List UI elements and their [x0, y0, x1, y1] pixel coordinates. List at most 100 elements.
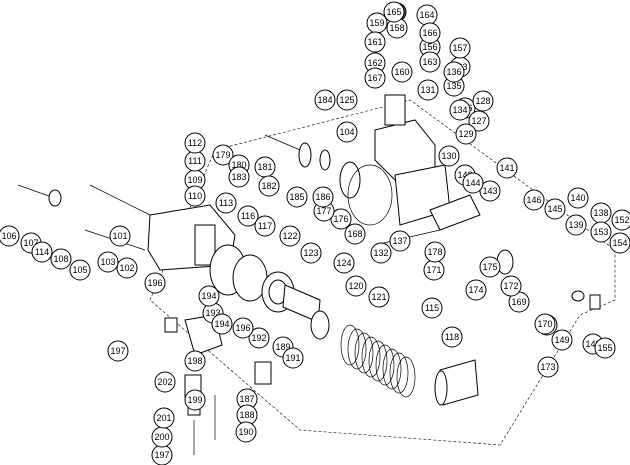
callout-circle — [479, 256, 501, 278]
callout-circle — [330, 208, 352, 230]
callout-label: 176 — [333, 214, 348, 224]
callout-circle — [417, 79, 439, 101]
callout-circle — [286, 186, 308, 208]
callout-label: 146 — [526, 195, 541, 205]
callout-123: 123 — [300, 242, 322, 264]
callout-circle — [590, 221, 612, 243]
callout-label: 178 — [427, 247, 442, 257]
callout-label: 172 — [503, 281, 518, 291]
callout-circle — [468, 110, 490, 132]
callout-label: 106 — [1, 231, 16, 241]
callout-label: 184 — [317, 95, 332, 105]
callout-label: 131 — [420, 85, 435, 95]
callout-165: 165 — [383, 1, 405, 23]
callout-label: 111 — [188, 156, 202, 166]
callout-label: 143 — [482, 186, 497, 196]
callout-circle — [465, 279, 487, 301]
fitting-196 — [164, 317, 178, 333]
callout-191: 191 — [282, 347, 304, 369]
callout-circle — [300, 242, 322, 264]
callout-117: 117 — [254, 215, 276, 237]
callout-144: 144 — [462, 172, 484, 194]
callout-130: 130 — [438, 145, 460, 167]
callout-label: 158 — [389, 23, 404, 33]
callout-194-b: 194 — [211, 313, 233, 335]
callout-label: 175 — [482, 262, 497, 272]
spring-coil — [361, 336, 381, 378]
callout-106: 106 — [0, 225, 20, 247]
bolt-108 — [89, 184, 151, 216]
callout-122: 122 — [279, 225, 301, 247]
callout-circle — [50, 248, 72, 270]
spring-coil — [389, 352, 409, 394]
callout-label: 168 — [347, 229, 362, 239]
callout-188: 188 — [236, 404, 258, 426]
callout-102: 102 — [116, 257, 138, 279]
callout-circle — [443, 61, 465, 83]
callout-label: 132 — [373, 248, 388, 258]
callout-label: 103 — [100, 257, 115, 267]
callout-197-b: 197 — [151, 444, 173, 465]
callout-132: 132 — [370, 242, 392, 264]
callout-label: 122 — [282, 231, 297, 241]
ring-184 — [319, 149, 331, 171]
callout-112: 112 — [184, 132, 206, 154]
callout-175: 175 — [479, 256, 501, 278]
callout-label: 148 — [585, 339, 600, 349]
callout-154: 154 — [609, 232, 630, 254]
callout-circle — [368, 286, 390, 308]
spring-coil — [354, 332, 374, 374]
callout-circle — [449, 99, 471, 121]
callout-circle — [258, 175, 280, 197]
callout-label: 169 — [511, 297, 526, 307]
callout-label: 127 — [471, 116, 486, 126]
callout-label: 140 — [570, 193, 585, 203]
callout-label: 173 — [540, 362, 555, 372]
callout-label: 123 — [303, 248, 318, 258]
callout-196: 196 — [144, 272, 166, 294]
callout-circle — [215, 192, 237, 214]
callout-129: 129 — [455, 123, 477, 145]
callout-circle — [424, 241, 446, 263]
callout-173: 173 — [537, 356, 559, 378]
callout-143: 143 — [479, 180, 501, 202]
callout-circle — [345, 275, 367, 297]
cylinder-end-118 — [434, 370, 448, 406]
callout-137: 137 — [389, 230, 411, 252]
callout-circle — [336, 89, 358, 111]
callout-178: 178 — [424, 241, 446, 263]
callout-circle — [523, 189, 545, 211]
flange-180 — [298, 142, 312, 168]
callout-label: 135 — [446, 81, 461, 91]
plug-155 — [589, 294, 601, 310]
callout-184: 184 — [314, 89, 336, 111]
callout-134: 134 — [449, 99, 471, 121]
callout-136: 136 — [443, 61, 465, 83]
callout-label: 177 — [316, 206, 331, 216]
callout-circle — [279, 225, 301, 247]
callout-label: 192 — [251, 333, 266, 343]
callout-199: 199 — [184, 389, 206, 411]
callout-circle — [544, 198, 566, 220]
callout-circle — [333, 252, 355, 274]
callout-104: 104 — [336, 121, 358, 143]
callout-label: 129 — [458, 129, 473, 139]
callout-circle — [198, 285, 220, 307]
callout-197: 197 — [107, 340, 129, 362]
callout-label: 116 — [241, 211, 255, 221]
callout-111: 111 — [184, 150, 206, 172]
callout-label: 130 — [441, 151, 456, 161]
spring-coil — [340, 324, 360, 366]
callout-label: 180 — [231, 160, 246, 170]
callout-label: 138 — [593, 208, 608, 218]
assembly-outline — [149, 99, 616, 446]
callout-circle — [438, 145, 460, 167]
callout-170: 170 — [534, 313, 556, 335]
callout-label: 112 — [188, 138, 202, 148]
callout-circle — [212, 144, 234, 166]
callout-label: 137 — [392, 236, 407, 246]
callout-146: 146 — [523, 189, 545, 211]
block-191 — [254, 361, 272, 385]
callout-190: 190 — [235, 421, 257, 443]
